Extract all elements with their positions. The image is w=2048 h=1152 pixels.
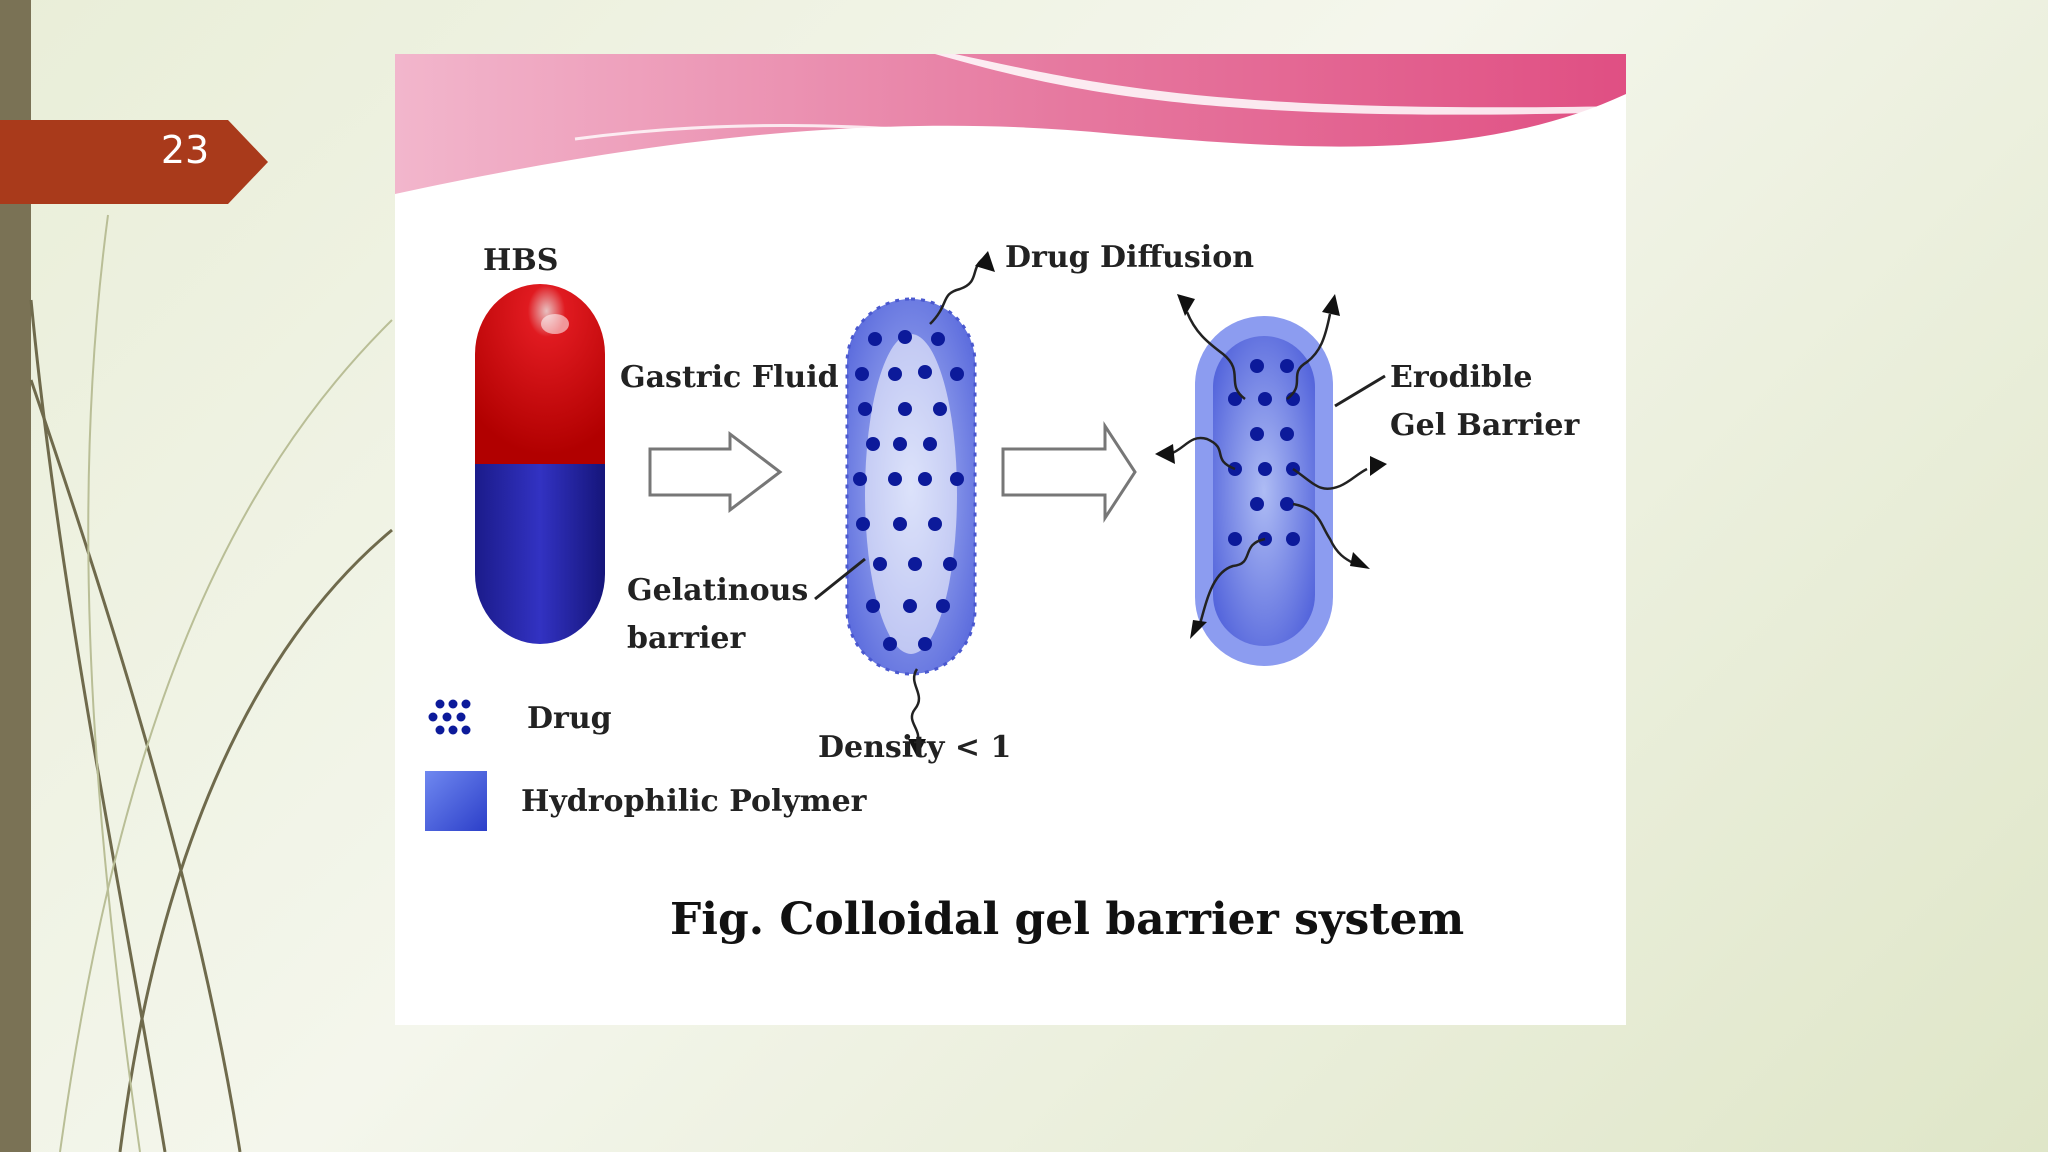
diffusion-arrows-erodible	[1169, 311, 1368, 625]
erodible-pointer	[1334, 374, 1386, 408]
slide-number: 23	[160, 128, 210, 172]
label-gastric-fluid: Gastric Fluid	[620, 360, 839, 395]
curve-light-2	[59, 319, 393, 1152]
curve-dark-2	[29, 299, 167, 1152]
process-arrow-1	[648, 430, 783, 514]
figure-image: HBS Gastric Fluid Gelatinous barrier	[395, 54, 1626, 1025]
swollen-capsule	[845, 297, 977, 676]
erodible-capsule	[1195, 316, 1333, 666]
diffusion-arrows-swollen	[910, 258, 984, 745]
label-gelatinous-2: barrier	[627, 621, 747, 656]
capsule-hbs	[475, 284, 605, 644]
slide-number-badge	[0, 120, 268, 204]
label-density: Density < 1	[818, 730, 1011, 765]
decorative-curves	[29, 214, 393, 1152]
figure-caption: Fig. Colloidal gel barrier system	[670, 894, 1464, 945]
legend-polymer-swatch	[425, 771, 487, 831]
label-gelatinous-1: Gelatinous	[627, 573, 808, 608]
label-erodible-1: Erodible	[1390, 360, 1533, 395]
arrowhead-up-swollen	[975, 251, 995, 272]
legend-polymer-label: Hydrophilic Polymer	[521, 784, 868, 819]
arrowhead-down-swollen	[908, 739, 926, 757]
legend-drug-dots-icon	[428, 699, 471, 735]
drug-dots-erodible	[1228, 359, 1300, 546]
curve-dark-3	[118, 528, 393, 1152]
drug-dots-swollen	[853, 330, 964, 651]
arrowheads-erodible	[1155, 294, 1387, 639]
curve-light-1	[87, 214, 141, 1152]
label-erodible-2: Gel Barrier	[1390, 408, 1580, 443]
gelatinous-pointer	[814, 557, 866, 601]
label-hbs: HBS	[483, 243, 558, 278]
process-arrow-2	[1001, 420, 1137, 524]
curve-dark-1	[29, 379, 242, 1152]
figure-header-band	[395, 54, 1626, 194]
label-drug-diffusion: Drug Diffusion	[1005, 240, 1254, 275]
legend-drug-label: Drug	[527, 701, 612, 736]
